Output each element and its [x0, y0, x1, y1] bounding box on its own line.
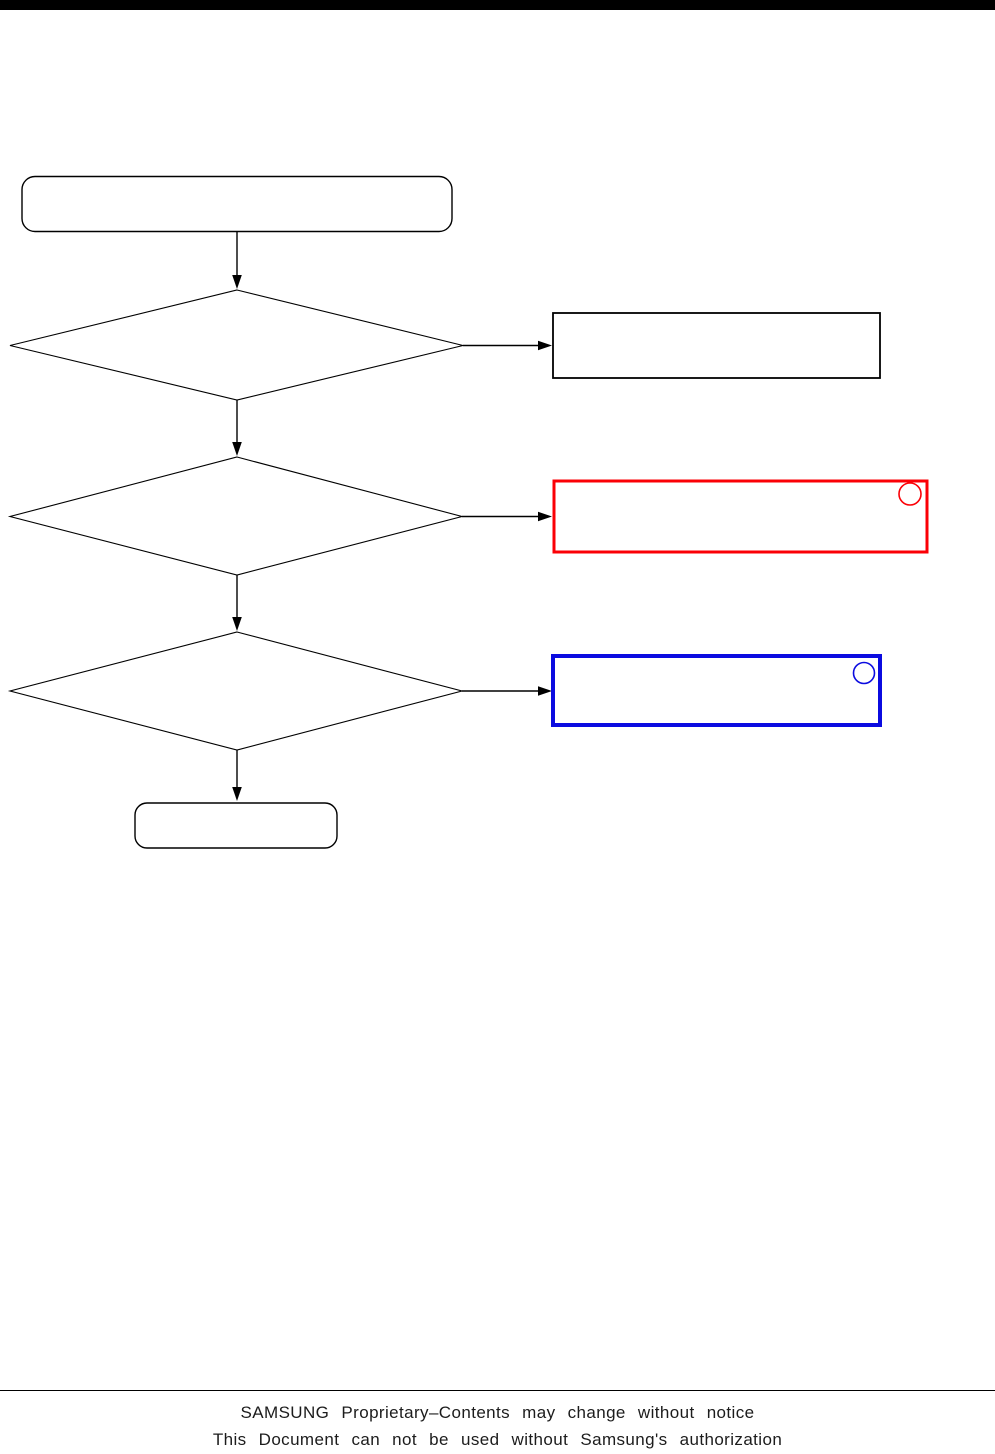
- result1-process-shape: [552, 312, 881, 379]
- result2-circle-marker-icon: [898, 482, 922, 506]
- arrowhead-right-1-icon: [538, 340, 552, 351]
- arrowhead-down-2-icon: [232, 442, 242, 456]
- decision1-diamond-shape: [9, 289, 464, 401]
- result3-circle-marker-icon: [852, 661, 876, 685]
- footer-proprietary-notice: SAMSUNG Proprietary–Contents may change …: [240, 1403, 755, 1422]
- footer-divider: [0, 1390, 995, 1391]
- arrowhead-down-4-icon: [232, 787, 242, 801]
- decision2-diamond-shape: [7, 456, 465, 576]
- result3-process-blue-shape: [551, 654, 882, 727]
- footer-authorization-notice: This Document can not be used without Sa…: [212, 1430, 783, 1449]
- arrowhead-right-3-icon: [538, 686, 552, 696]
- decision3-diamond-shape: [7, 631, 465, 751]
- result2-process-red-shape: [552, 479, 929, 554]
- arrowhead-right-2-icon: [538, 511, 552, 522]
- start-terminator-shape: [21, 175, 453, 233]
- troubleshooting-flowchart: [7, 175, 929, 849]
- arrowhead-down-1-icon: [232, 275, 242, 289]
- top-black-bar: [0, 0, 995, 10]
- arrowhead-down-3-icon: [232, 617, 242, 631]
- end-terminator-shape: [134, 802, 338, 849]
